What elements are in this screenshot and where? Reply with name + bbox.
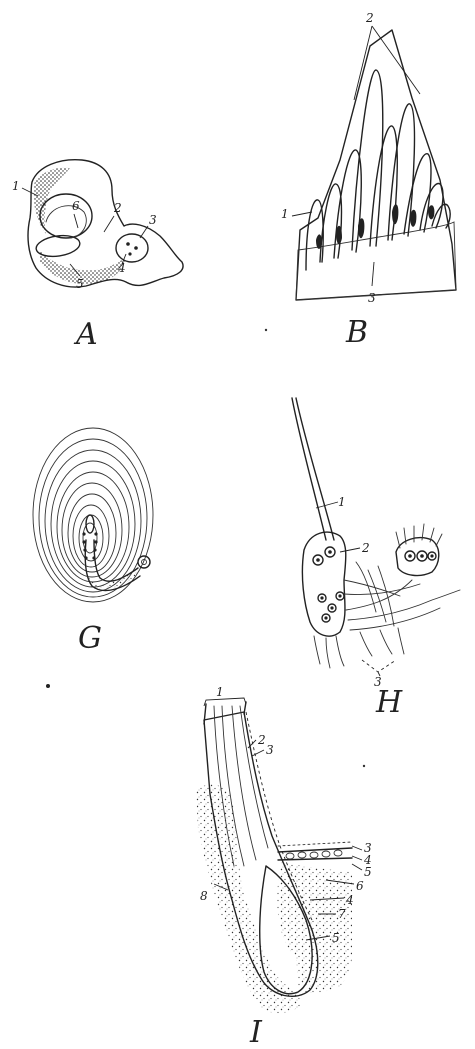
figure-a-label-2: 2 — [113, 201, 122, 215]
figure-a-label-5: 5 — [76, 277, 84, 291]
figure-a-oval-window — [116, 234, 148, 262]
figure-i: 1 2 3 3 4 5 6 4 8 7 5 I — [196, 685, 372, 1049]
figure-i-label-1: 1 — [216, 685, 224, 699]
figure-i-label-5-upper: 5 — [364, 865, 372, 879]
figure-a-cavity-1 — [40, 194, 92, 238]
figure-i-label-8: 8 — [200, 889, 208, 903]
figure-i-drawing — [196, 698, 362, 1013]
figure-h-drawing — [292, 398, 460, 676]
figure-h: 1 2 3 H — [292, 398, 460, 720]
figure-a-drawing — [22, 160, 183, 287]
figure-a-label-4: 4 — [117, 261, 126, 275]
figure-i-label-5-lower: 5 — [332, 931, 340, 945]
figure-i-label-6: 6 — [356, 879, 364, 893]
figure-b-hair-cells — [306, 70, 450, 270]
figure-a-caption: A — [73, 317, 98, 352]
figure-h-caption: H — [375, 685, 403, 720]
figure-a-label-3: 3 — [149, 213, 157, 227]
figure-b: 2 1 3 B — [281, 11, 456, 350]
figure-a: 1 2 3 4 5 6 A — [12, 160, 183, 352]
figure-g-drawing — [33, 428, 153, 602]
figure-g-caption: G — [78, 621, 102, 656]
figure-b-label-3: 3 — [368, 291, 376, 305]
figure-b-caption: B — [345, 315, 368, 350]
figure-i-epidermis — [278, 842, 352, 860]
figure-i-caption: I — [249, 1015, 263, 1049]
figure-a-dark-band-upper — [34, 168, 70, 234]
figure-h-label-2: 2 — [361, 541, 370, 555]
figure-h-cell-cluster-left — [302, 532, 345, 636]
figure-i-label-7: 7 — [338, 907, 346, 921]
figure-b-label-1: 1 — [281, 207, 289, 221]
figure-i-label-2: 2 — [257, 733, 266, 747]
figure-b-drawing — [292, 26, 456, 300]
figure-b-label-2: 2 — [365, 11, 374, 25]
figure-a-label-1: 1 — [12, 179, 20, 193]
figure-i-label-3-upper: 3 — [266, 743, 274, 757]
figure-h-shaft — [292, 398, 326, 540]
figure-g: G — [33, 428, 153, 656]
figure-a-label-6: 6 — [72, 199, 80, 213]
figure-i-label-4-lower: 4 — [345, 893, 354, 907]
figure-a-inner-curl — [46, 206, 86, 238]
figure-h-label-1: 1 — [338, 495, 346, 509]
